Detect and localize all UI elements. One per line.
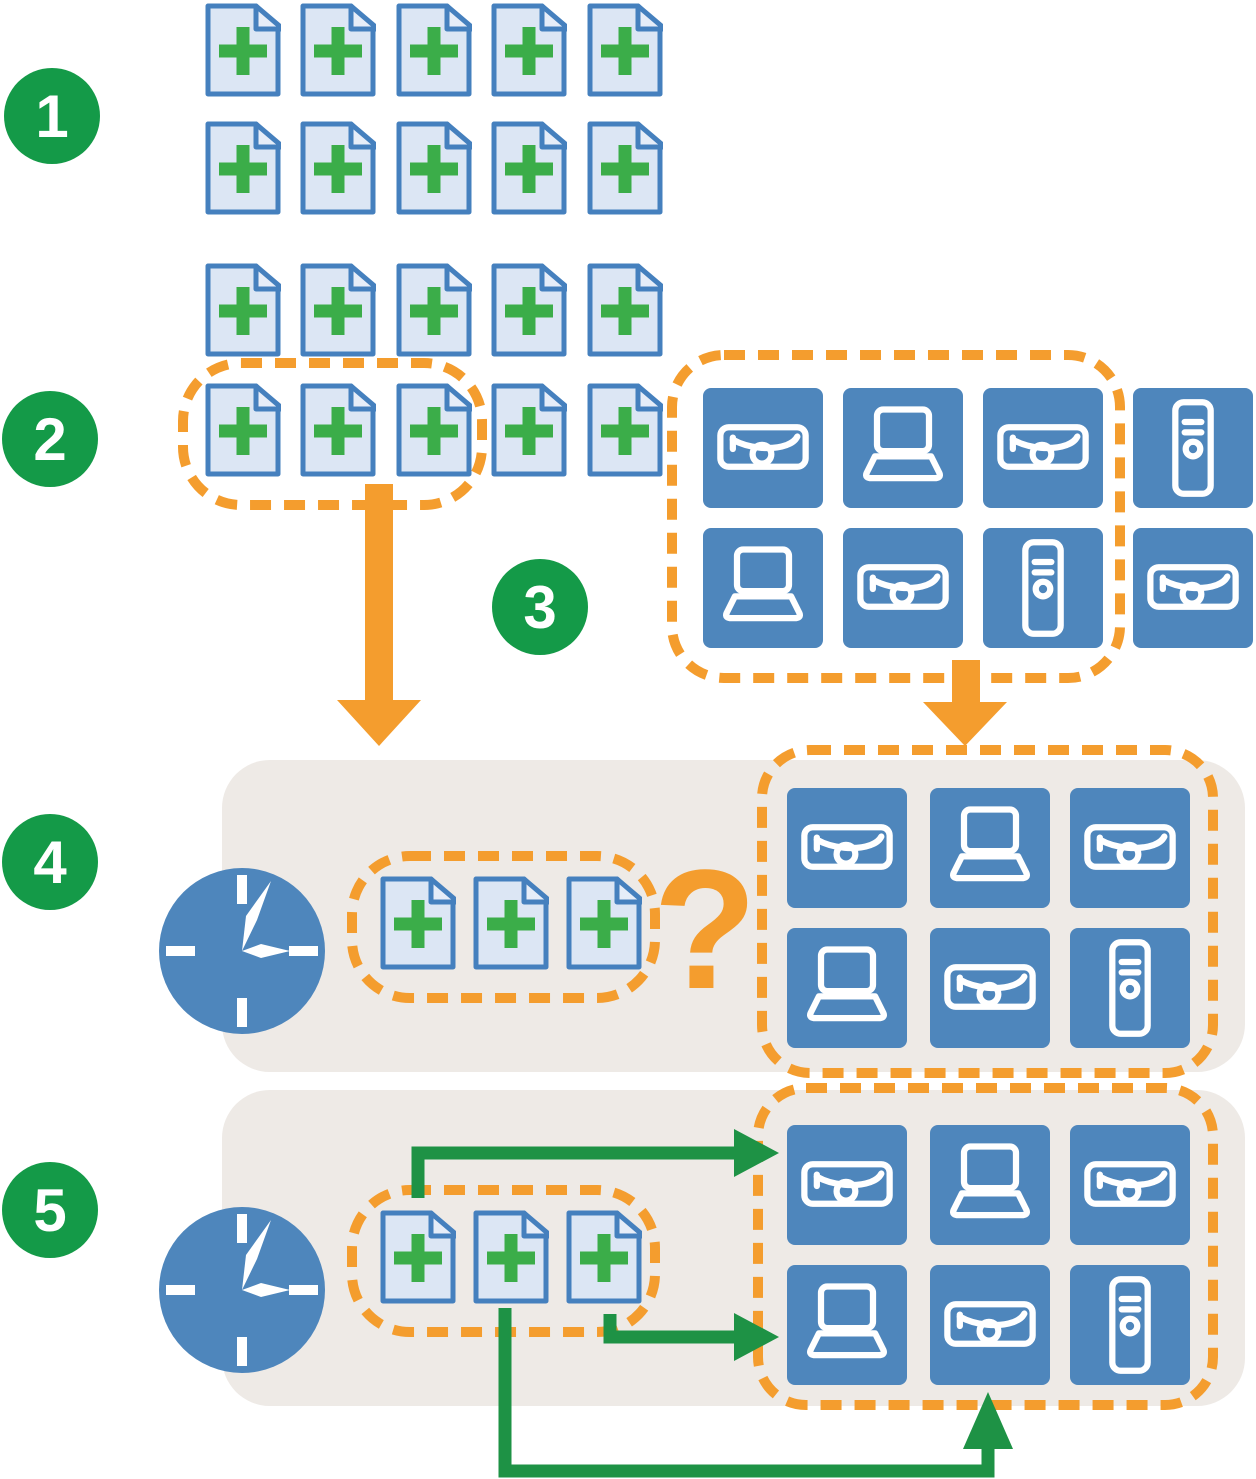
device-tile-laptop	[703, 528, 823, 648]
document-plus-icon	[566, 876, 642, 970]
question-mark: ?	[653, 835, 757, 1025]
device-tile-rack-server	[787, 788, 907, 908]
step-badge-5: 5	[2, 1162, 98, 1258]
laptop-icon	[938, 796, 1042, 900]
laptop-icon	[795, 1273, 899, 1377]
clock-icon	[157, 866, 327, 1036]
clock-icon	[157, 1205, 327, 1375]
document-plus-icon	[396, 383, 472, 477]
document-plus-icon	[396, 263, 472, 357]
document-plus-icon	[300, 383, 376, 477]
rack-server-icon	[1141, 536, 1245, 640]
device-tile-laptop	[787, 928, 907, 1048]
step-number: 3	[523, 573, 557, 641]
laptop-icon	[851, 396, 955, 500]
device-tile-tower	[983, 528, 1103, 648]
tower-icon	[1078, 1273, 1182, 1377]
selection-outline-group4-devices	[757, 745, 1218, 1078]
document-plus-icon	[491, 121, 567, 215]
step-badge-3: 3	[492, 559, 588, 655]
document-plus-icon	[396, 121, 472, 215]
selection-outline-device-pool	[667, 350, 1125, 683]
tower-icon	[991, 536, 1095, 640]
selection-outline-group4-documents	[347, 851, 660, 1003]
device-tile-laptop	[843, 388, 963, 508]
document-plus-icon	[380, 876, 456, 970]
document-plus-icon	[380, 1210, 456, 1304]
device-tile-rack-server	[787, 1125, 907, 1245]
document-plus-icon	[491, 383, 567, 477]
step-number: 5	[33, 1176, 67, 1244]
device-tile-laptop	[930, 1125, 1050, 1245]
device-tile-rack-server	[930, 928, 1050, 1048]
step-badge-2: 2	[2, 391, 98, 487]
rack-server-icon	[795, 796, 899, 900]
step-number: 4	[33, 828, 67, 896]
device-tile-tower	[1133, 388, 1253, 508]
laptop-icon	[795, 936, 899, 1040]
document-plus-icon	[205, 383, 281, 477]
device-tile-laptop	[787, 1265, 907, 1385]
step-number: 2	[33, 405, 67, 473]
selection-outline-group5-devices	[753, 1083, 1218, 1410]
document-plus-icon	[396, 3, 472, 97]
rack-server-icon	[795, 1133, 899, 1237]
rack-server-icon	[938, 936, 1042, 1040]
selection-outline-documents	[178, 358, 487, 510]
tower-icon	[1078, 936, 1182, 1040]
step-badge-1: 1	[4, 68, 100, 164]
document-plus-icon	[587, 121, 663, 215]
device-tile-rack-server	[1070, 1125, 1190, 1245]
document-plus-icon	[587, 263, 663, 357]
document-plus-icon	[205, 3, 281, 97]
document-plus-icon	[491, 3, 567, 97]
document-plus-icon	[300, 121, 376, 215]
document-plus-icon	[205, 121, 281, 215]
document-plus-icon	[587, 383, 663, 477]
device-tile-rack-server	[843, 528, 963, 648]
device-tile-rack-server	[703, 388, 823, 508]
document-plus-icon	[300, 3, 376, 97]
step-number: 1	[35, 82, 69, 150]
flow-arrow-middle-icon	[603, 1313, 779, 1361]
device-tile-tower	[1070, 928, 1190, 1048]
document-plus-icon	[491, 263, 567, 357]
rack-server-icon	[1078, 796, 1182, 900]
rack-server-icon	[711, 396, 815, 500]
document-plus-icon	[587, 3, 663, 97]
rack-server-icon	[851, 536, 955, 640]
document-plus-icon	[566, 1210, 642, 1304]
document-plus-icon	[205, 263, 281, 357]
device-tile-tower	[1070, 1265, 1190, 1385]
down-arrow-devices-icon	[923, 660, 1007, 746]
flow-arrow-top-icon	[411, 1129, 779, 1198]
device-tile-rack-server	[983, 388, 1103, 508]
down-arrow-documents-icon	[337, 484, 421, 746]
rack-server-icon	[991, 396, 1095, 500]
document-plus-icon	[473, 876, 549, 970]
laptop-icon	[938, 1133, 1042, 1237]
device-tile-rack-server	[930, 1265, 1050, 1385]
rack-server-icon	[1078, 1133, 1182, 1237]
rack-server-icon	[938, 1273, 1042, 1377]
device-tile-laptop	[930, 788, 1050, 908]
device-tile-rack-server	[1133, 528, 1253, 648]
device-tile-rack-server	[1070, 788, 1190, 908]
flow-arrow-bottom-icon	[498, 1308, 1013, 1478]
laptop-icon	[711, 536, 815, 640]
step-badge-4: 4	[2, 814, 98, 910]
document-plus-icon	[473, 1210, 549, 1304]
document-plus-icon	[300, 263, 376, 357]
tower-icon	[1141, 396, 1245, 500]
